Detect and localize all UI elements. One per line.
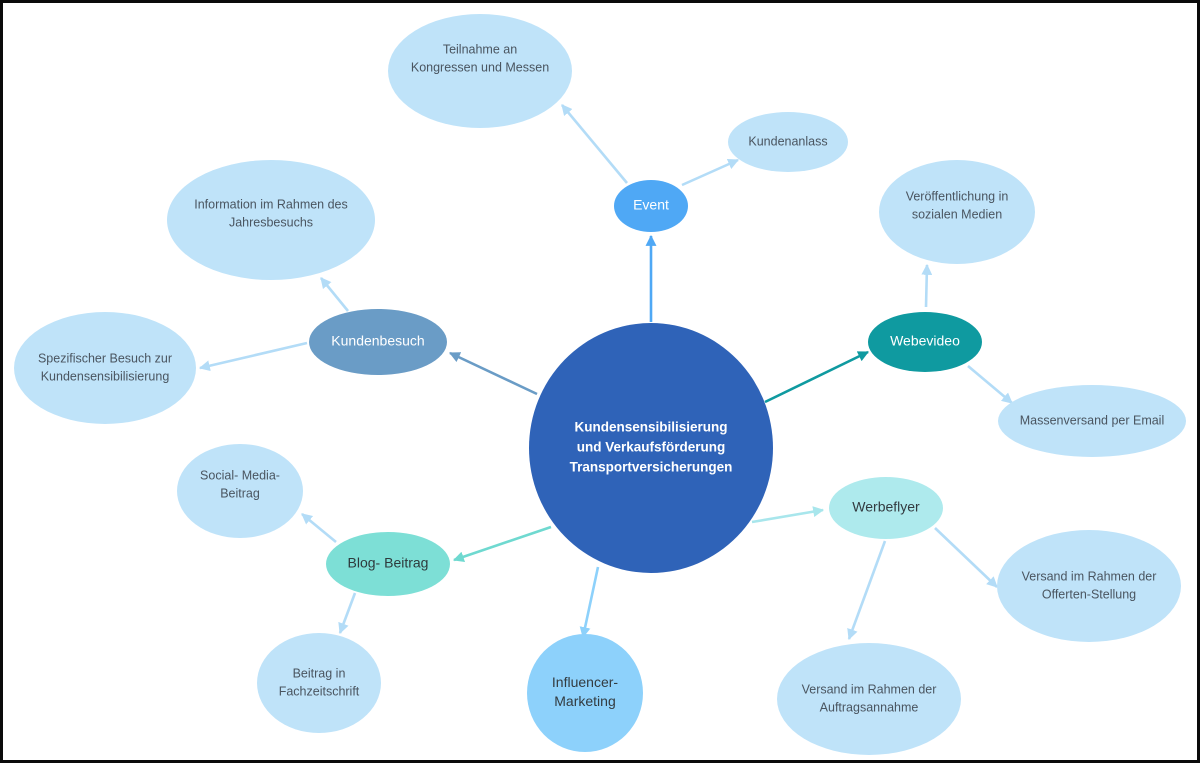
node-fachzeitschrift-shape[interactable] <box>257 633 381 733</box>
node-kundenbesuch-shape[interactable] <box>309 309 447 375</box>
node-veroeffentlichung-label-line: Veröffentlichung in <box>906 189 1009 203</box>
node-offerten-label-line: Offerten-Stellung <box>1042 587 1136 601</box>
node-influencer[interactable]: Influencer- Marketing <box>527 634 643 752</box>
node-werbeflyer-shape[interactable] <box>829 477 943 539</box>
node-root[interactable]: Kundensensibilisierung und Verkaufsförder… <box>529 323 773 573</box>
node-massenversand-label-line: Massenversand per Email <box>1020 413 1165 427</box>
edge-blog-socialmedia <box>301 512 337 544</box>
node-spezifisch-label-line: Spezifischer Besuch zur <box>38 351 172 365</box>
node-webevideo[interactable]: Webevideo <box>868 312 982 372</box>
node-werbeflyer[interactable]: Werbeflyer <box>829 477 943 539</box>
node-socialmedia-label-line: Beitrag <box>220 486 260 500</box>
node-webevideo-label-line: Webevideo <box>890 333 960 349</box>
node-event-label-line: Event <box>633 197 669 213</box>
node-socialmedia-label-line: Social- Media- <box>200 468 280 482</box>
node-root-label-line: und Verkaufsförderung <box>577 440 726 455</box>
node-teilnahme-shape[interactable] <box>388 14 572 128</box>
edge-root-kundenbesuch <box>449 351 538 396</box>
edge-kundenbesuch-jahresbesuch <box>319 277 350 312</box>
edge-event-teilnahme <box>561 104 628 184</box>
node-kundenbesuch[interactable]: Kundenbesuch <box>309 309 447 375</box>
node-werbeflyer-label-line: Werbeflyer <box>852 499 920 515</box>
node-root-label-line: Transportversicherungen <box>570 460 733 475</box>
node-influencer-label-line: Marketing <box>554 693 615 709</box>
node-auftragsannahme-shape[interactable] <box>777 643 961 755</box>
node-kundenanlass[interactable]: Kundenanlass <box>728 112 848 172</box>
node-kundenbesuch-label-line: Kundenbesuch <box>331 333 424 349</box>
edge-blog-fachzeitschrift <box>338 592 357 635</box>
node-auftragsannahme-label-line: Auftragsannahme <box>820 700 919 714</box>
node-veroeffentlichung-shape[interactable] <box>879 160 1035 264</box>
node-influencer-label-line: Influencer- <box>552 674 618 690</box>
node-jahresbesuch-label-line: Jahresbesuchs <box>229 215 313 229</box>
node-fachzeitschrift-label-line: Fachzeitschrift <box>279 684 360 698</box>
node-fachzeitschrift[interactable]: Beitrag in Fachzeitschrift <box>257 633 381 733</box>
edge-werbeflyer-offerten <box>934 527 998 588</box>
node-auftragsannahme-label-line: Versand im Rahmen der <box>802 682 937 696</box>
node-blog-label-line: Blog- Beitrag <box>348 555 429 571</box>
edge-root-webevideo <box>764 350 869 404</box>
node-massenversand-shape[interactable] <box>998 385 1186 457</box>
edge-root-blog <box>452 525 552 563</box>
node-teilnahme[interactable]: Teilnahme an Kongressen und Messen <box>388 14 572 128</box>
node-veroeffentlichung[interactable]: Veröffentlichung in sozialen Medien <box>879 160 1035 264</box>
edge-werbeflyer-auftragsannahme <box>847 540 887 641</box>
node-kundenanlass-shape[interactable] <box>728 112 848 172</box>
node-spezifisch-shape[interactable] <box>14 312 196 424</box>
node-event-shape[interactable] <box>614 180 688 232</box>
node-veroeffentlichung-label-line: sozialen Medien <box>912 207 1002 221</box>
node-influencer-shape[interactable] <box>527 634 643 752</box>
node-socialmedia-shape[interactable] <box>177 444 303 538</box>
node-root-label-line: Kundensensibilisierung <box>574 420 727 435</box>
node-blog-shape[interactable] <box>326 532 450 596</box>
nodes-layer: Kundensensibilisierung und Verkaufsförder… <box>14 14 1186 755</box>
edge-webevideo-veroeffentlichung <box>921 263 933 308</box>
node-teilnahme-label-line: Teilnahme an <box>443 42 517 56</box>
edge-root-werbeflyer <box>751 506 825 524</box>
node-spezifisch[interactable]: Spezifischer Besuch zurKundensensibilisi… <box>14 312 196 424</box>
node-root-shape[interactable] <box>529 323 773 573</box>
node-jahresbesuch-shape[interactable] <box>167 160 375 280</box>
edge-root-influencer <box>579 566 600 639</box>
node-blog[interactable]: Blog- Beitrag <box>326 532 450 596</box>
node-webevideo-shape[interactable] <box>868 312 982 372</box>
node-socialmedia[interactable]: Social- Media- Beitrag <box>177 444 303 538</box>
node-event[interactable]: Event <box>614 180 688 232</box>
node-spezifisch-label-line: Kundensensibilisierung <box>41 369 170 383</box>
node-offerten-label-line: Versand im Rahmen der <box>1022 569 1157 583</box>
node-jahresbesuch-label-line: Information im Rahmen des <box>194 197 348 211</box>
edge-event-kundenanlass <box>681 158 739 187</box>
node-offerten-shape[interactable] <box>997 530 1181 642</box>
node-teilnahme-label-line: Kongressen und Messen <box>411 60 549 74</box>
node-kundenanlass-label-line: Kundenanlass <box>748 134 827 148</box>
node-fachzeitschrift-label-line: Beitrag in <box>293 666 346 680</box>
node-massenversand[interactable]: Massenversand per Email <box>998 385 1186 457</box>
edges-layer <box>198 104 1013 641</box>
edge-webevideo-massenversand <box>967 365 1013 404</box>
edge-kundenbesuch-spezifisch <box>198 341 308 372</box>
